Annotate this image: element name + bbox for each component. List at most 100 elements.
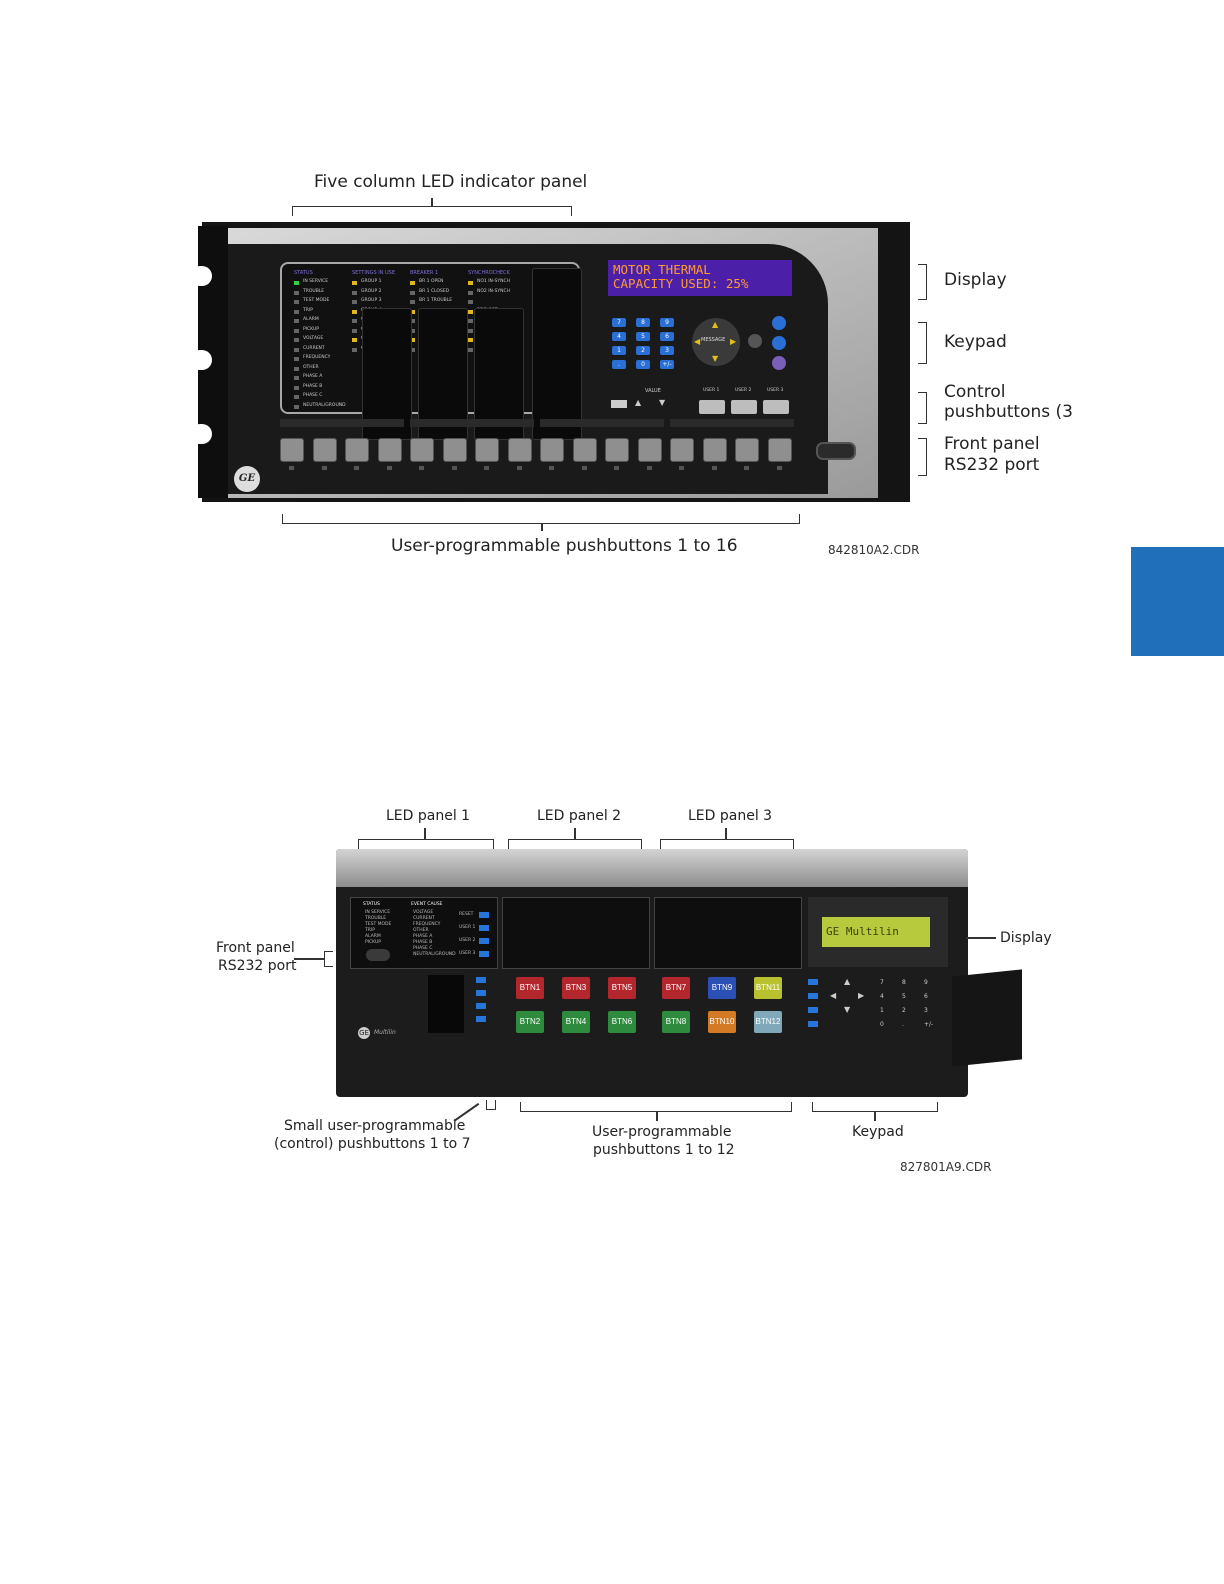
user-pushbutton-3[interactable]: BTN3 xyxy=(562,977,590,999)
digit-key[interactable]: 0 xyxy=(880,1021,884,1028)
digit-key[interactable]: +/- xyxy=(924,1021,934,1028)
digit-key[interactable]: 2 xyxy=(636,346,650,355)
user-pushbutton[interactable] xyxy=(540,438,564,462)
digit-key[interactable]: 6 xyxy=(924,993,928,1000)
pushbutton-led xyxy=(386,466,392,470)
led-row: NO2 IN-SYNCH xyxy=(468,289,520,299)
digit-key[interactable]: 7 xyxy=(612,318,626,327)
digit-key[interactable]: 4 xyxy=(880,993,884,1000)
user-pushbutton-5[interactable]: BTN5 xyxy=(608,977,636,999)
user-pushbutton[interactable] xyxy=(410,438,434,462)
user-pushbutton-2[interactable]: BTN2 xyxy=(516,1011,544,1033)
bracket-tick xyxy=(424,828,426,839)
led-indicator-icon xyxy=(352,319,357,323)
led-row: TEST MODE xyxy=(294,298,346,308)
digit-key[interactable]: 6 xyxy=(660,332,674,341)
user-pushbutton[interactable] xyxy=(442,438,467,462)
led-indicator-icon xyxy=(410,281,415,285)
digit-key[interactable]: 7 xyxy=(880,979,884,986)
small-user-pushbutton[interactable] xyxy=(476,977,486,983)
user-pushbutton-11[interactable]: BTN11 xyxy=(754,977,782,999)
digit-key[interactable]: 3 xyxy=(924,1007,928,1014)
user-pushbutton-10[interactable]: BTN10 xyxy=(708,1011,736,1033)
digit-key[interactable]: . xyxy=(612,360,626,369)
user-pushbutton[interactable] xyxy=(637,438,662,462)
led-label: GROUP 1 xyxy=(361,279,382,284)
pushbutton-led xyxy=(776,466,782,470)
rs232-port[interactable] xyxy=(366,949,390,961)
user-pushbutton[interactable] xyxy=(280,438,304,462)
small-user-pushbutton[interactable] xyxy=(479,912,489,918)
user-pushbutton[interactable] xyxy=(377,438,402,462)
digit-key[interactable]: 8 xyxy=(636,318,650,327)
digit-key[interactable]: 0 xyxy=(636,360,650,369)
up-arrow-icon[interactable]: ▲ xyxy=(844,977,851,986)
value-down-icon[interactable]: ▼ xyxy=(659,398,666,407)
user-pushbutton-4[interactable]: BTN4 xyxy=(562,1011,590,1033)
reset-key[interactable] xyxy=(772,356,786,370)
hinged-door[interactable] xyxy=(952,969,1022,1067)
small-user-pushbutton[interactable] xyxy=(476,1003,486,1009)
digit-key[interactable]: 8 xyxy=(902,979,906,986)
down-arrow-icon[interactable]: ▼ xyxy=(844,1005,851,1014)
control-pushbutton[interactable] xyxy=(763,400,789,414)
right-arrow-icon[interactable]: ▶ xyxy=(858,991,865,1000)
digit-key[interactable]: 9 xyxy=(924,979,928,986)
user-pushbutton[interactable] xyxy=(605,438,629,462)
function-key[interactable] xyxy=(808,1007,818,1013)
digit-key[interactable]: 5 xyxy=(636,332,650,341)
function-key[interactable] xyxy=(808,1021,818,1027)
digit-key[interactable]: 5 xyxy=(902,993,906,1000)
user-pushbutton[interactable] xyxy=(507,438,532,462)
led-row: CURRENT xyxy=(294,346,346,356)
digit-key[interactable]: 1 xyxy=(612,346,626,355)
left-arrow-icon[interactable]: ◀ xyxy=(694,337,701,346)
escape-key[interactable] xyxy=(772,336,786,350)
user-pushbutton[interactable] xyxy=(312,438,337,462)
digit-key[interactable]: 2 xyxy=(902,1007,906,1014)
up-arrow-icon[interactable]: ▲ xyxy=(712,320,719,329)
user-pushbutton[interactable] xyxy=(475,438,499,462)
digit-key[interactable]: . xyxy=(902,1021,904,1028)
user-pushbutton-6[interactable]: BTN6 xyxy=(608,1011,636,1033)
value-up-icon[interactable]: ▲ xyxy=(635,398,642,407)
label-slot xyxy=(474,308,524,440)
small-user-pushbutton[interactable] xyxy=(479,925,489,931)
led-label: OTHER xyxy=(303,364,319,370)
digit-key[interactable]: 4 xyxy=(612,332,626,341)
digit-key[interactable]: 1 xyxy=(880,1007,884,1014)
user-pushbutton[interactable] xyxy=(670,438,694,462)
rs232-port[interactable] xyxy=(816,442,856,460)
small-user-pushbutton[interactable] xyxy=(476,990,486,996)
led-indicator-icon xyxy=(468,347,473,352)
help-key[interactable] xyxy=(611,400,627,408)
user-pushbutton-7[interactable]: BTN7 xyxy=(662,977,690,999)
user-pushbutton-8[interactable]: BTN8 xyxy=(662,1011,690,1033)
digit-key[interactable]: +/- xyxy=(660,360,674,369)
led-panel-2-callout: LED panel 2 xyxy=(537,808,622,824)
down-arrow-icon[interactable]: ▼ xyxy=(712,354,719,363)
user-pushbutton-1[interactable]: BTN1 xyxy=(516,977,544,999)
digit-key[interactable]: 9 xyxy=(660,318,674,327)
left-arrow-icon[interactable]: ◀ xyxy=(830,991,837,1000)
enter-key[interactable] xyxy=(748,334,762,348)
control-pushbutton[interactable] xyxy=(699,400,725,414)
user-pushbutton[interactable] xyxy=(767,438,792,462)
digit-key[interactable]: 3 xyxy=(660,346,674,355)
user-pushbutton[interactable] xyxy=(572,438,597,462)
small-user-pushbutton[interactable] xyxy=(479,951,489,957)
function-key[interactable] xyxy=(808,979,818,985)
pushbutton-led xyxy=(321,466,327,470)
menu-key[interactable] xyxy=(772,316,786,330)
small-user-pushbutton[interactable] xyxy=(479,938,489,944)
user-pushbutton-12[interactable]: BTN12 xyxy=(754,1011,782,1033)
user-pushbutton[interactable] xyxy=(702,438,727,462)
user-pushbutton[interactable] xyxy=(735,438,759,462)
message-navigation-pad[interactable]: MESSAGE ▲ ▼ ◀ ▶ xyxy=(692,318,740,366)
user-pushbutton[interactable] xyxy=(345,438,369,462)
small-user-pushbutton[interactable] xyxy=(476,1016,486,1022)
user-pushbutton-9[interactable]: BTN9 xyxy=(708,977,736,999)
right-arrow-icon[interactable]: ▶ xyxy=(730,337,737,346)
control-pushbutton[interactable] xyxy=(731,400,757,414)
function-key[interactable] xyxy=(808,993,818,999)
